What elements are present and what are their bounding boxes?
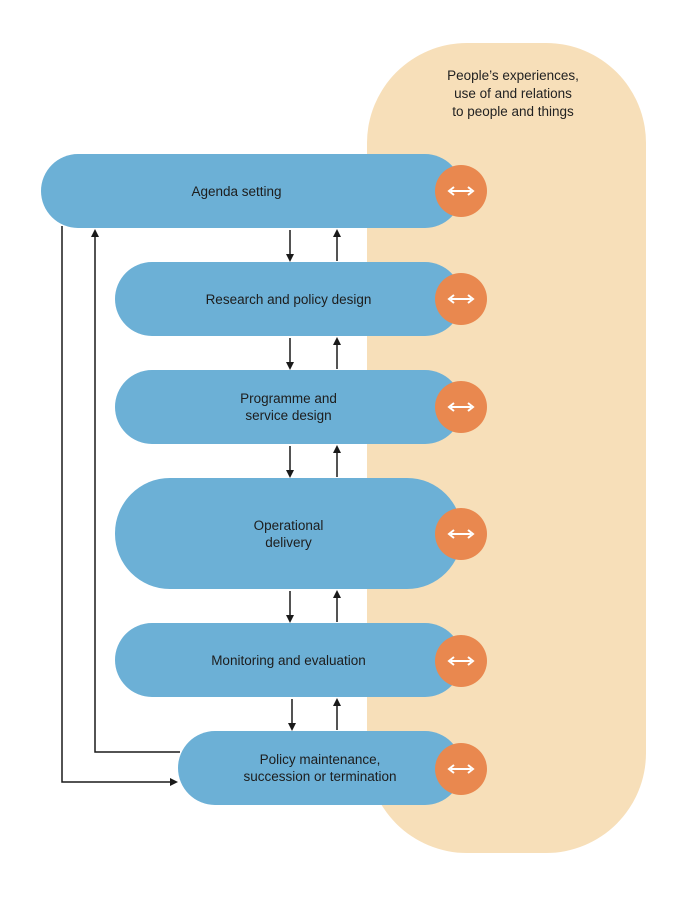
double-arrow-icon	[447, 402, 475, 412]
stage-label: Programme and service design	[240, 391, 337, 423]
badge-policy-maintenance	[435, 743, 487, 795]
badge-monitoring-evaluation	[435, 635, 487, 687]
double-arrow-icon	[447, 529, 475, 539]
stage-label: Research and policy design	[205, 291, 372, 307]
stage-operational-delivery: Operational delivery	[115, 478, 462, 589]
stage-monitoring-evaluation: Monitoring and evaluation	[115, 623, 462, 697]
stage-label: Operational delivery	[253, 517, 324, 550]
stage-research-policy-design: Research and policy design	[115, 262, 462, 336]
stage-policy-maintenance: Policy maintenance, succession or termin…	[178, 731, 462, 805]
double-arrow-icon	[447, 764, 475, 774]
badge-agenda-setting	[435, 165, 487, 217]
badge-programme-service-design	[435, 381, 487, 433]
stage-label: Policy maintenance, succession or termin…	[243, 752, 397, 784]
double-arrow-icon	[447, 656, 475, 666]
double-arrow-icon	[447, 186, 475, 196]
stage-agenda-setting: Agenda setting	[41, 154, 462, 228]
double-arrow-icon	[447, 294, 475, 304]
badge-research-policy-design	[435, 273, 487, 325]
badge-operational-delivery	[435, 508, 487, 560]
stage-label: Monitoring and evaluation	[211, 652, 366, 668]
stage-programme-service-design: Programme and service design	[115, 370, 462, 444]
experiences-panel-title: People’s experiences, use of and relatio…	[447, 68, 579, 119]
stage-label: Agenda setting	[191, 183, 282, 199]
